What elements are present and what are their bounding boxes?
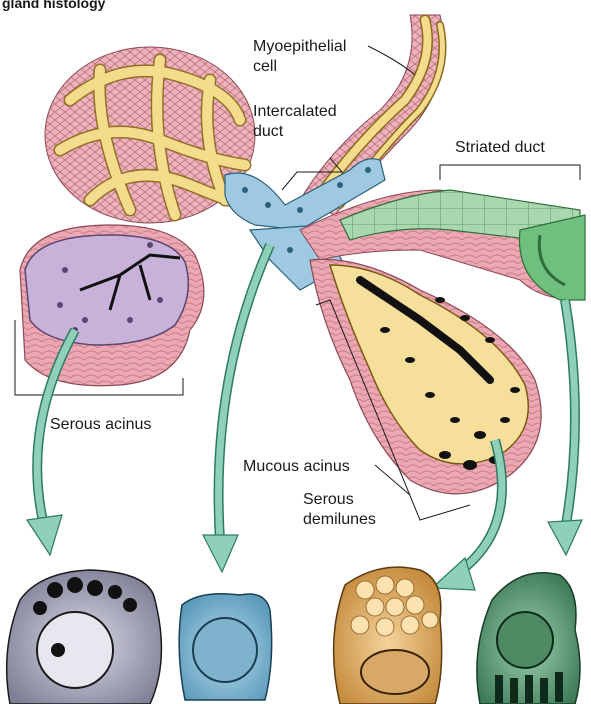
top-acinus — [45, 47, 255, 223]
em-cell-mucous — [334, 567, 442, 704]
arrow-intercalated — [203, 245, 270, 572]
serous-acinus-shape — [20, 225, 204, 386]
em-cell-serous — [7, 570, 162, 704]
myoepithelial-label-line1: Myoepithelial — [253, 37, 346, 56]
em-cell-striated — [477, 573, 580, 704]
intercalated-label-line1: Intercalated — [253, 102, 337, 121]
serous-demilunes-label-line2: demilunes — [303, 510, 376, 529]
intercalated-label-line2: duct — [253, 122, 283, 141]
mucous-acinus-label: Mucous acinus — [243, 457, 350, 476]
figure-title-fragment: gland histology — [2, 0, 105, 11]
myoepithelial-label-line2: cell — [253, 57, 277, 76]
arrow-striated — [548, 300, 582, 555]
serous-demilunes-label-line1: Serous — [303, 490, 354, 509]
em-cell-intercalated — [179, 594, 272, 700]
striated-duct-label: Striated duct — [455, 138, 545, 157]
serous-acinus-label: Serous acinus — [50, 415, 151, 434]
